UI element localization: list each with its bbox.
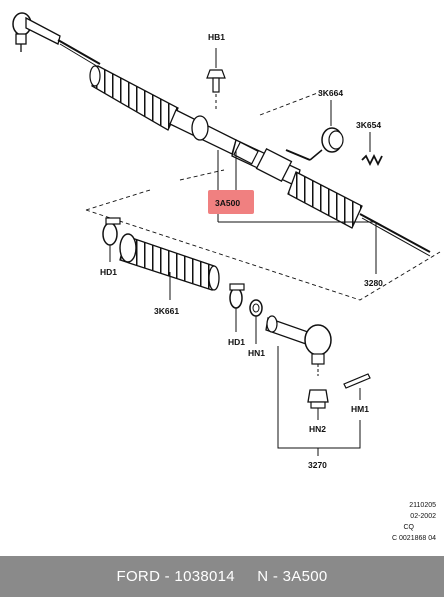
label-3280: 3280 — [364, 278, 383, 288]
steering-rack-exploded-view: HB1 3K664 3K654 3A500 HD1 3K661 HD1 HN1 … — [12, 12, 441, 542]
hd1-left-clamp — [102, 217, 121, 262]
hn1-nut — [249, 299, 263, 344]
left-tie-rod-end — [12, 12, 101, 69]
bracket-3270 — [277, 346, 361, 456]
rack-left-boot — [89, 65, 179, 131]
meta-line-1: 2110205 — [409, 502, 436, 509]
3k664-cap — [321, 100, 344, 153]
meta-line-2: 02-2002 — [410, 513, 436, 520]
label-hn1: HN1 — [248, 348, 265, 358]
rack-housing — [169, 109, 323, 187]
label-3k654: 3K654 — [356, 120, 381, 130]
bracket-3280 — [217, 214, 377, 274]
right-tie-rod-end — [265, 315, 332, 376]
rack-right-boot — [287, 171, 431, 257]
label-3270: 3270 — [308, 460, 327, 470]
label-hb1: HB1 — [208, 32, 225, 42]
footer-part-number: FORD - 1038014 N - 3A500 — [116, 568, 328, 585]
label-3k661: 3K661 — [154, 306, 179, 316]
hn2-nut — [307, 389, 329, 420]
exploded-frame — [85, 91, 441, 301]
hb1-bolt — [206, 48, 226, 112]
3k661-boot — [119, 233, 220, 300]
meta-line-4: C 0021868 04 — [392, 535, 436, 542]
label-hd1-left: HD1 — [100, 267, 117, 277]
highlight-3a500 — [208, 150, 254, 214]
hm1-cotter-pin — [343, 373, 371, 400]
label-hn2: HN2 — [309, 424, 326, 434]
label-3k664: 3K664 — [318, 88, 343, 98]
label-hd1-right: HD1 — [228, 337, 245, 347]
hd1-right-clamp — [229, 283, 245, 332]
label-3a500: 3A500 — [215, 198, 240, 208]
3k654-spring — [361, 132, 383, 167]
parts-diagram: HB1 3K664 3K654 3A500 HD1 3K661 HD1 HN1 … — [12, 12, 441, 542]
label-hm1: HM1 — [351, 404, 369, 414]
meta-line-3: CQ — [404, 524, 415, 531]
footer-bar: FORD - 1038014 N - 3A500 — [0, 556, 444, 597]
